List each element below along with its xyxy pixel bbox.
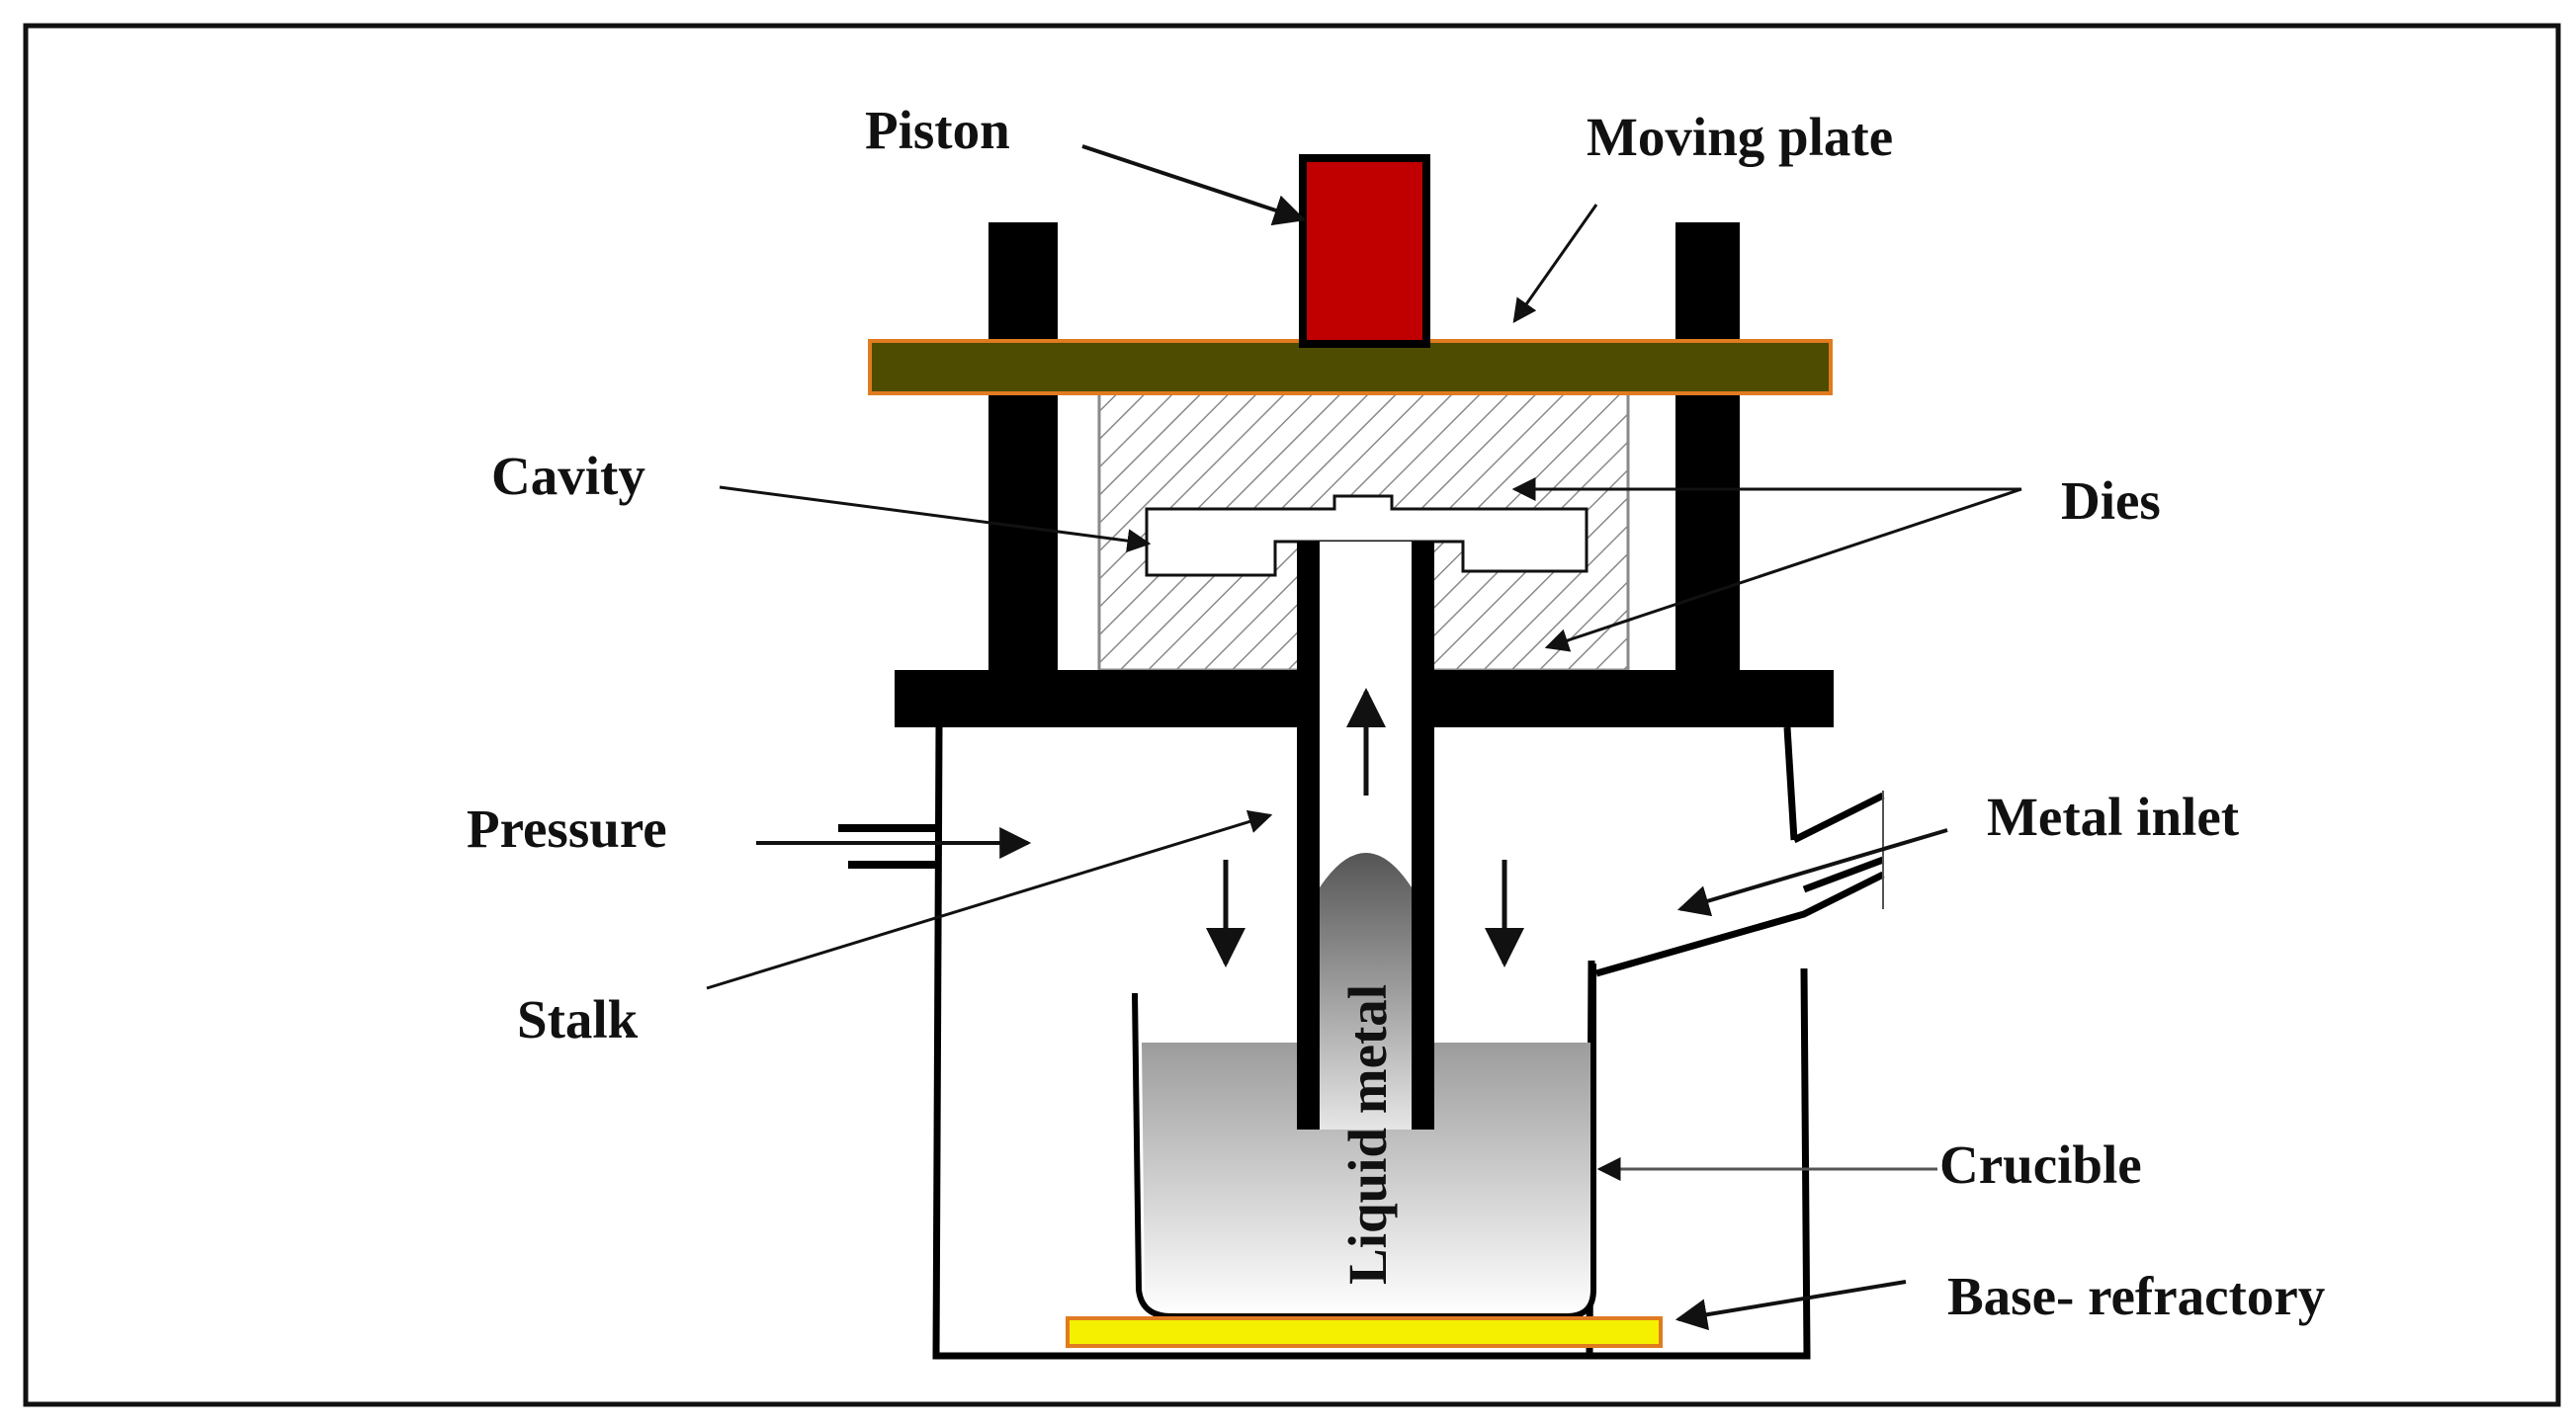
label-liquid-metal: Liquid metal xyxy=(1337,984,1398,1285)
stalk-leader xyxy=(706,809,1273,990)
dies-leader-lower xyxy=(1544,487,2022,652)
piston-leader xyxy=(1081,144,1307,226)
stalk-right-wall xyxy=(1412,542,1434,1130)
cavity xyxy=(1145,494,1589,577)
label-dies: Dies xyxy=(2061,470,2161,531)
border-frame xyxy=(23,23,2561,1407)
label-stalk: Stalk xyxy=(517,989,639,1049)
label-moving-plate: Moving plate xyxy=(1587,107,1893,167)
liquid-metal-pool xyxy=(1142,1043,1593,1314)
base-refractory xyxy=(1066,1316,1663,1348)
cavity-leader xyxy=(719,485,1152,553)
pressure-chamber-right-wall xyxy=(1783,726,1798,841)
label-cavity: Cavity xyxy=(491,446,645,506)
moving-plate xyxy=(868,339,1833,395)
metal-inlet-pipe xyxy=(1595,792,1885,977)
label-crucible: Crucible xyxy=(1939,1134,2142,1195)
label-piston: Piston xyxy=(865,100,1010,160)
moving-plate-leader xyxy=(1512,204,1598,323)
right-post xyxy=(1675,222,1740,672)
left-post xyxy=(988,222,1058,672)
base-refractory-leader xyxy=(1674,1280,1907,1331)
piston xyxy=(1299,154,1430,348)
stalk-liquid-metal xyxy=(1320,853,1412,1130)
metal-inlet-leader xyxy=(1676,828,1948,917)
label-pressure: Pressure xyxy=(467,798,667,859)
stalk-left-wall xyxy=(1297,542,1320,1130)
label-base-refractory: Base- refractory xyxy=(1947,1266,2325,1326)
label-metal-inlet: Metal inlet xyxy=(1987,787,2240,847)
